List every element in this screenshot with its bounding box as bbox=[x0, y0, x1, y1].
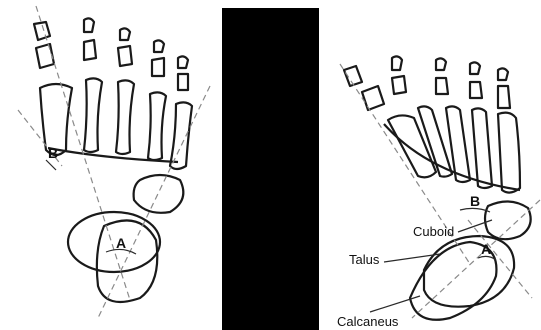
left-angle-a-label: A bbox=[116, 235, 126, 251]
talus-label: Talus bbox=[349, 252, 380, 267]
calcaneus-label: Calcaneus bbox=[337, 314, 399, 329]
right-angle-b-label: B bbox=[470, 193, 480, 209]
left-angle-b-label: B bbox=[48, 145, 58, 161]
right-angle-a-label: A bbox=[481, 241, 491, 257]
cuboid-label: Cuboid bbox=[413, 224, 454, 239]
black-divider-panel bbox=[222, 8, 319, 330]
